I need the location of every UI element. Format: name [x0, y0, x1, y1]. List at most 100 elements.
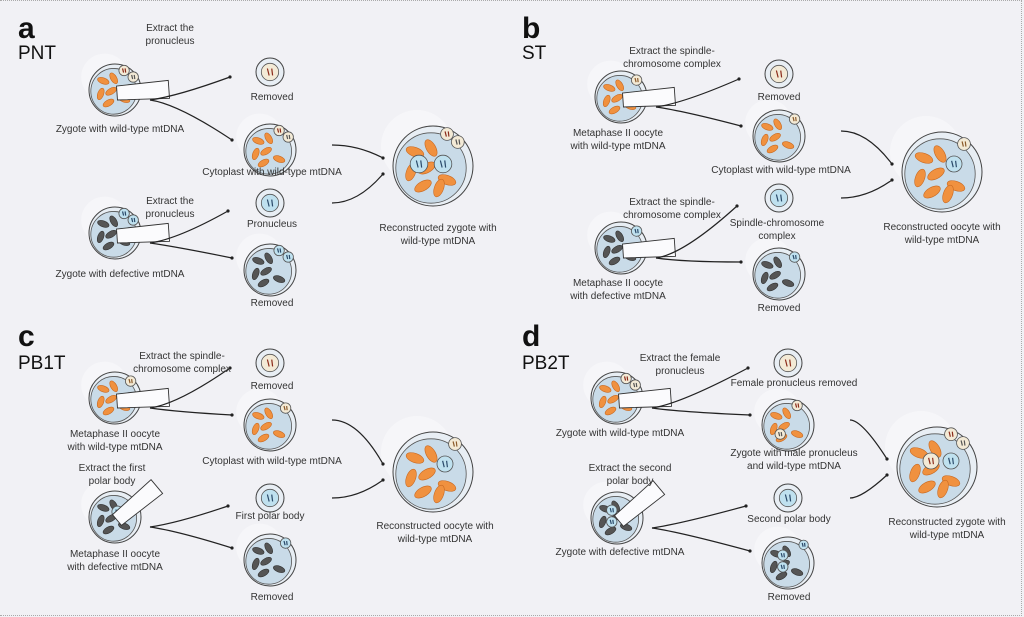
label-line: wild-type mtDNA: [397, 534, 473, 545]
chromosome-icon: [131, 378, 133, 384]
mitochondrion-icon: [257, 158, 270, 168]
arrowhead-icon: [230, 256, 234, 260]
nucleus-icon: [791, 399, 803, 412]
panel-b-merge-arrows: [840, 130, 894, 199]
arrow-up: [149, 76, 231, 101]
label-line: Removed: [250, 92, 294, 103]
mitochondrion-icon: [109, 380, 118, 393]
arrowhead-icon: [230, 546, 234, 550]
nucleus-icon: [777, 561, 789, 573]
chromosome-icon: [932, 457, 934, 465]
chromosome-icon: [784, 494, 788, 502]
mitochondrion-icon: [251, 267, 260, 280]
mitochondrion-icon: [791, 430, 804, 438]
pipette-icon: [613, 480, 666, 527]
panel-b-label-removed-bottom: Removed: [758, 302, 801, 315]
arrowhead-icon: [890, 178, 894, 182]
mitochondrion-icon: [608, 256, 621, 266]
panel-a-fork-top: [149, 75, 234, 142]
mitochondrion-icon: [260, 267, 272, 276]
panel-b-pipette-bottom: [622, 237, 676, 259]
chromosome-icon: [623, 376, 627, 381]
arrow-down: [149, 99, 233, 141]
mitochondrion-icon: [251, 557, 260, 570]
label-line: Cytoplast with wild-type mtDNA: [202, 167, 342, 178]
label-line: First polar body: [235, 511, 305, 522]
label-line: Reconstructed zygote with: [888, 517, 1006, 528]
label-line: Removed: [250, 592, 294, 603]
chromosome-icon: [279, 248, 282, 253]
chromosome-icon: [444, 160, 447, 168]
label-line: polar body: [606, 476, 654, 487]
arrowhead-icon: [381, 462, 385, 466]
label-line: Removed: [767, 592, 811, 603]
arrowhead-icon: [230, 413, 234, 417]
panel-d-label-transfer-item: Second polar body: [747, 513, 830, 526]
chromosome-icon: [780, 194, 783, 202]
chromosome-icon: [447, 131, 450, 137]
panel-d-merge-arrows: [849, 419, 889, 499]
mitochondrion-icon: [927, 167, 945, 181]
nucleus-icon: [260, 488, 280, 508]
label-line: Extract the spindle-: [139, 351, 225, 362]
nucleus-icon: [436, 455, 454, 473]
nucleus-icon: [606, 504, 618, 516]
mitochondrion-icon: [264, 542, 273, 555]
panel-b-removed-nucleus: [764, 59, 794, 89]
panel-d-label-donor-bottom: Zygote with defective mtDNA: [556, 546, 685, 559]
nucleus-icon: [630, 74, 643, 86]
chromosome-icon: [124, 211, 127, 216]
mitochondrion-icon: [418, 467, 436, 481]
mitochondrion-icon: [782, 279, 795, 287]
arrowhead-icon: [228, 366, 232, 370]
chromosome-icon: [780, 70, 783, 78]
nucleus-icon: [778, 488, 798, 508]
mitochondrion-icon: [414, 179, 432, 193]
panel-a-removed-nucleus: [255, 57, 285, 87]
label-line: Extract the first: [78, 463, 146, 474]
panel-c-cytoplast-cell: [236, 388, 297, 452]
panel-b-letter: b: [522, 12, 541, 45]
arrowhead-icon: [381, 156, 385, 160]
chromosome-icon: [133, 74, 136, 80]
label-line: pronucleus: [145, 209, 195, 220]
mitochondrion-icon: [433, 178, 445, 198]
panel-b-fork-bottom: [655, 204, 743, 264]
label-line: and wild-type mtDNA: [747, 461, 841, 472]
mitochondrion-icon: [615, 230, 624, 243]
mitochondrion-icon: [96, 230, 105, 243]
mitochondrion-icon: [433, 484, 445, 504]
arrow-up: [149, 367, 231, 409]
chromosome-icon: [792, 254, 795, 260]
chromosome-icon: [121, 68, 125, 73]
panel-c-removed-defective-cell: [236, 523, 297, 587]
mitochondrion-icon: [599, 385, 612, 393]
mitochondrion-icon: [97, 77, 110, 85]
panel-b-reconstructed-cell: [890, 116, 983, 213]
mitochondrion-icon: [791, 568, 804, 576]
label-line: Removed: [757, 92, 801, 103]
arrow-down: [149, 407, 233, 416]
chromosome-icon: [286, 134, 289, 140]
arrowhead-icon: [226, 209, 230, 213]
mitochondrion-icon: [102, 241, 115, 251]
mitochondrion-icon: [264, 252, 273, 265]
nucleus-icon: [769, 64, 789, 84]
chromosome-icon: [286, 254, 289, 260]
label-line: Reconstructed oocyte with: [883, 222, 1001, 233]
panel-b-fork-top: [655, 77, 743, 128]
mitochondrion-icon: [603, 235, 616, 243]
chromosome-icon: [286, 405, 288, 411]
panel-b-cytoplast-cell: [745, 99, 806, 163]
chromosome-icon: [783, 553, 785, 558]
chromosome-icon: [276, 128, 280, 133]
chromosome-icon: [801, 542, 804, 547]
panel-a-label-removed-top: Removed: [251, 91, 294, 104]
arrowhead-icon: [885, 473, 889, 477]
mitochondrion-icon: [914, 168, 926, 188]
